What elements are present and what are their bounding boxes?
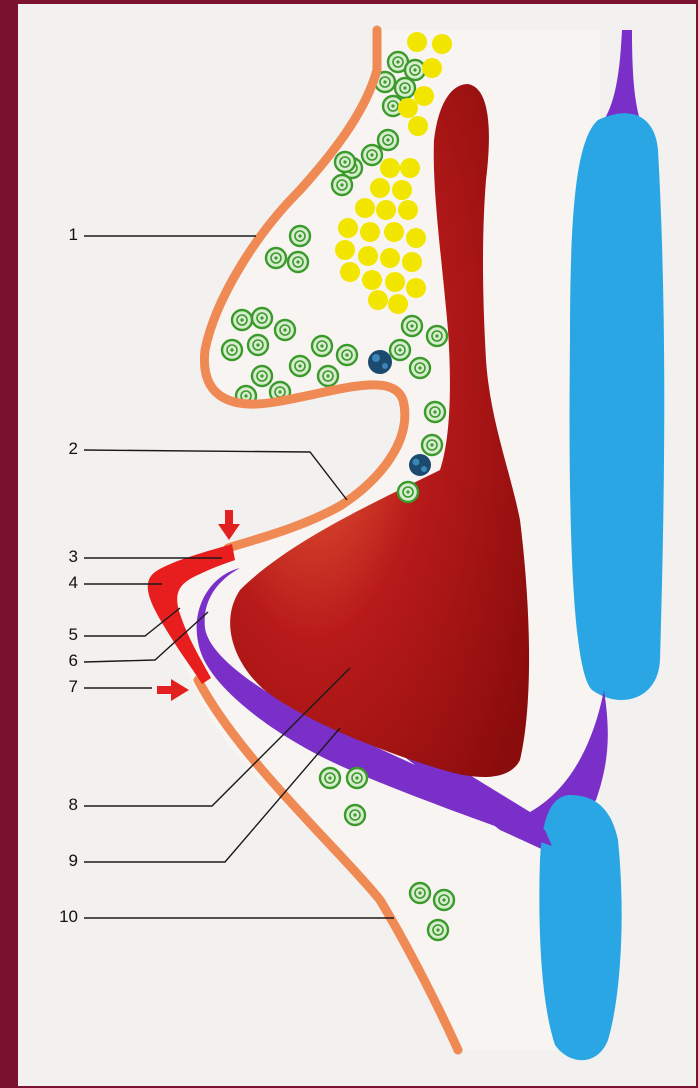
label-1: 1 [54,226,78,243]
label-8: 8 [54,796,78,813]
label-4: 4 [54,574,78,591]
label-5: 5 [54,626,78,643]
blue-structure-lower [539,795,621,1060]
label-9: 9 [54,852,78,869]
label-7: 7 [54,678,78,695]
label-10: 10 [54,908,78,925]
label-6: 6 [54,652,78,669]
label-3: 3 [54,548,78,565]
blue-structure-upper [570,113,665,700]
label-2: 2 [54,440,78,457]
